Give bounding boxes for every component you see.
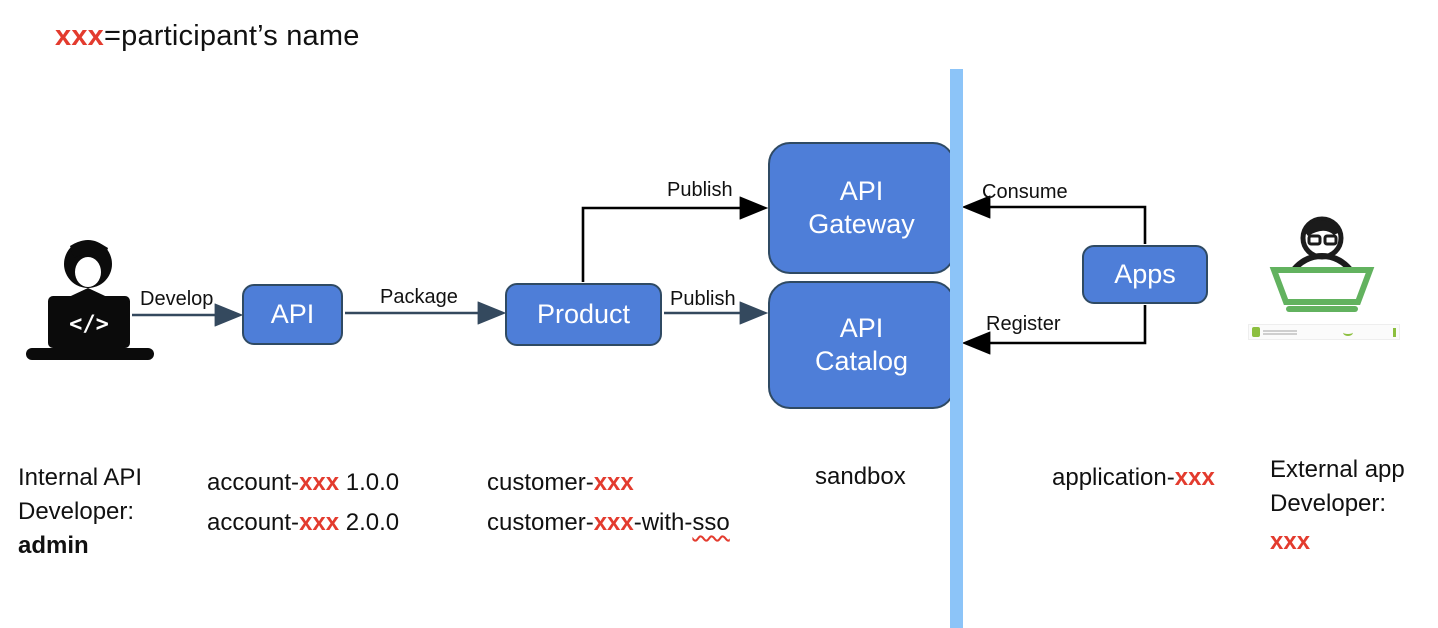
title-rest: =participant’s name: [104, 20, 360, 52]
external-developer-name: xxx: [1270, 528, 1311, 555]
node-apps: Apps: [1082, 245, 1208, 304]
arrow-label-publish-bottom: Publish: [670, 288, 736, 310]
arrow-label-develop: Develop: [140, 288, 214, 310]
node-api: API: [242, 284, 343, 345]
node-product: Product: [505, 283, 662, 346]
node-apps-label: Apps: [1114, 259, 1176, 289]
external-developer-caption: External app Developer: xxx: [1270, 456, 1405, 555]
customer-product-list: customer-xxx customer-xxx-with-sso: [487, 463, 730, 543]
arrow-label-register: Register: [986, 313, 1061, 335]
account-api-item: account-xxx 2.0.0: [207, 509, 400, 536]
internal-developer-name: admin: [18, 532, 89, 559]
watermark-dots: [1393, 327, 1396, 337]
watermark-shield-icon: [1252, 327, 1260, 337]
internal-developer-caption: Internal API Developer: admin: [18, 464, 143, 559]
arrow-publish-gateway: [581, 196, 769, 282]
misspelled-word: sso: [692, 509, 730, 536]
arrow-consume: [961, 195, 1147, 244]
account-api-list: account-xxx 1.0.0 account-xxx 2.0.0: [207, 463, 399, 543]
watermark-text-lines: [1263, 329, 1297, 336]
external-developer-icon: [1244, 198, 1400, 321]
account-api-item: account-xxx 1.0.0: [207, 469, 400, 496]
internal-developer-icon: </>: [22, 236, 157, 369]
environment-divider-bar: [950, 69, 963, 628]
customer-product-item: customer-xxx: [487, 469, 634, 496]
sandbox-caption: sandbox: [815, 463, 906, 490]
page-title: xxx=participant’s name: [55, 20, 360, 53]
watermark-squiggle: [1343, 329, 1353, 336]
arrow-label-publish-top: Publish: [667, 179, 733, 201]
node-api-label: API: [270, 299, 315, 329]
customer-product-item: customer-xxx-with-sso: [487, 509, 730, 536]
arrow-label-consume: Consume: [982, 181, 1068, 203]
node-product-label: Product: [536, 299, 631, 329]
application-caption: application-xxx: [1052, 464, 1215, 491]
watermark-strip: [1248, 324, 1400, 340]
arrow-label-package: Package: [380, 286, 458, 308]
title-x-token: xxx: [55, 20, 104, 52]
laptop-code-glyph: </>: [69, 312, 109, 337]
